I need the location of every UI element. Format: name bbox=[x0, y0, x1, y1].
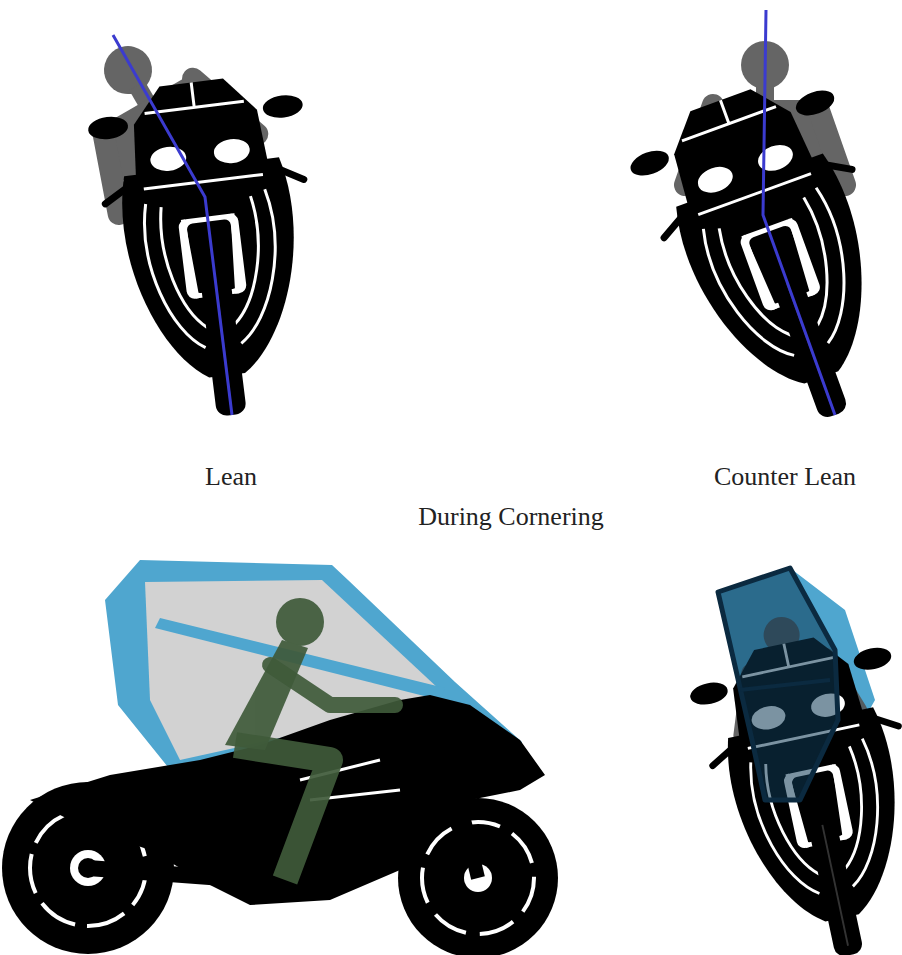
caption-label: Lean bbox=[205, 461, 257, 492]
caption-label: Counter Lean bbox=[714, 461, 856, 492]
caption-label: During Cornering bbox=[418, 501, 604, 532]
